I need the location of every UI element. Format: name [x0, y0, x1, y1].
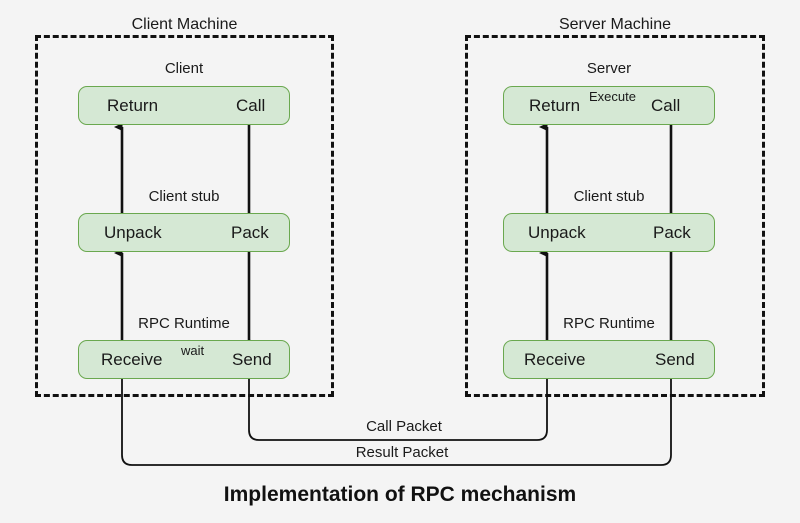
client-wait-label: wait [181, 343, 205, 358]
client-layer-title: Client [164, 60, 204, 77]
server-runtime-layer-title: RPC Runtime [563, 315, 655, 332]
call-packet-label: Call Packet [298, 418, 510, 435]
client-call-label: Call [236, 96, 266, 115]
result-packet-path [121, 378, 672, 466]
server-layer-title: Server [586, 60, 632, 77]
client-stub-process-box [78, 213, 290, 252]
server-stub-process-box [503, 213, 715, 252]
server-process-box [503, 86, 715, 125]
call-packet-path [248, 378, 548, 441]
client-pack-label: Pack [231, 223, 269, 242]
server-call-label: Call [651, 96, 681, 115]
server-pack-label: Pack [653, 223, 691, 242]
client-machine-container [35, 35, 334, 397]
server-receive-label: Receive [524, 350, 586, 369]
figure-caption: Implementation of RPC mechanism [223, 483, 577, 506]
client-unpack-label: Unpack [104, 223, 162, 242]
server-machine-title: Server Machine [558, 16, 672, 33]
server-send-label: Send [655, 350, 695, 369]
client-receive-label: Receive [101, 350, 163, 369]
server-runtime-process-box [503, 340, 715, 379]
client-runtime-process-box [78, 340, 290, 379]
server-unpack-label: Unpack [528, 223, 586, 242]
client-process-box [78, 86, 290, 125]
client-runtime-layer-title: RPC Runtime [138, 315, 230, 332]
server-return-label: Return [529, 96, 581, 115]
result-packet-label: Result Packet [296, 444, 508, 461]
server-execute-label: Execute [589, 89, 636, 104]
client-machine-title: Client Machine [131, 16, 238, 33]
client-return-label: Return [107, 96, 159, 115]
client-stub-layer-title: Client stub [148, 188, 220, 205]
server-stub-layer-title: Client stub [573, 188, 645, 205]
server-machine-container [465, 35, 765, 397]
client-send-label: Send [232, 350, 272, 369]
